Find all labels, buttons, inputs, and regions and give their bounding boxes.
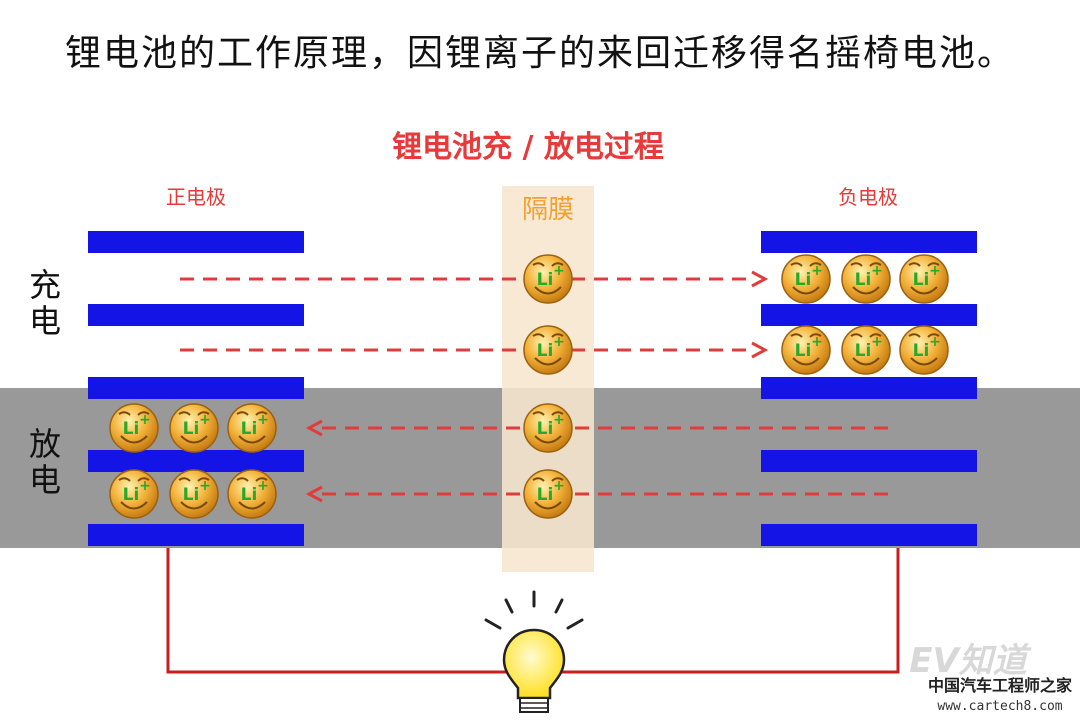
ion-charge: + xyxy=(553,263,565,279)
ion-charge: + xyxy=(871,263,883,279)
watermark-url: www.cartech8.com xyxy=(937,699,1062,714)
lithium-ion: Li+ xyxy=(169,469,219,519)
lithium-ion: Li+ xyxy=(109,403,159,453)
ion-label: Li xyxy=(241,485,258,505)
ion-charge: + xyxy=(199,478,211,494)
lithium-ion: Li+ xyxy=(781,325,831,375)
negative-plate xyxy=(761,450,977,472)
negative-plate xyxy=(761,524,977,546)
diagram-title: 锂电池充 / 放电过程 xyxy=(392,130,664,165)
lithium-ion: Li+ xyxy=(227,469,277,519)
positive-electrode xyxy=(88,231,304,546)
ion-charge: + xyxy=(871,334,883,350)
positive-plate xyxy=(88,524,304,546)
positive-plate xyxy=(88,450,304,472)
lithium-ion: Li+ xyxy=(523,403,573,453)
ion-charge: + xyxy=(553,478,565,494)
discharge-label-2: 电 xyxy=(29,461,61,499)
positive-plate xyxy=(88,304,304,326)
positive-plate xyxy=(88,231,304,253)
arrowhead-right xyxy=(751,270,769,288)
headline: 锂电池的工作原理，因锂离子的来回迁移得名摇椅电池。 xyxy=(64,33,1015,74)
lithium-ion: Li+ xyxy=(169,403,219,453)
ion-charge: + xyxy=(811,263,823,279)
ion-charge: + xyxy=(929,263,941,279)
watermark-brand: EV知道 xyxy=(909,641,1032,681)
positive-plate xyxy=(88,377,304,399)
lithium-ion: Li+ xyxy=(523,254,573,304)
ion-label: Li xyxy=(913,341,930,361)
ion-charge: + xyxy=(553,334,565,350)
circuit-wire-left xyxy=(166,548,508,674)
ion-charge: + xyxy=(929,334,941,350)
arrowhead-right xyxy=(751,341,769,359)
ion-label: Li xyxy=(183,485,200,505)
ion-charge: + xyxy=(257,412,269,428)
lithium-ion: Li+ xyxy=(227,403,277,453)
ion-label: Li xyxy=(183,419,200,439)
lithium-ion: Li+ xyxy=(899,254,949,304)
lithium-ions: Li+Li+Li+Li+Li+Li+Li+Li+Li+Li+Li+Li+Li+L… xyxy=(109,254,949,519)
ion-charge: + xyxy=(553,412,565,428)
lithium-ion: Li+ xyxy=(899,325,949,375)
ion-label: Li xyxy=(795,270,812,290)
ion-label: Li xyxy=(537,341,554,361)
ion-label: Li xyxy=(537,270,554,290)
lithium-ion: Li+ xyxy=(523,325,573,375)
ion-charge: + xyxy=(139,412,151,428)
discharge-label-1: 放 xyxy=(29,425,61,463)
lithium-ion: Li+ xyxy=(841,325,891,375)
ion-charge: + xyxy=(257,478,269,494)
ion-charge: + xyxy=(199,412,211,428)
negative-electrode-label: 负电极 xyxy=(838,185,898,209)
circuit-wire-right xyxy=(560,548,900,674)
ion-label: Li xyxy=(241,419,258,439)
ion-label: Li xyxy=(913,270,930,290)
light-bulb-icon xyxy=(484,590,584,713)
arrowhead-left xyxy=(305,419,323,437)
lithium-ion: Li+ xyxy=(841,254,891,304)
ion-label: Li xyxy=(537,485,554,505)
separator-label: 隔膜 xyxy=(522,195,574,225)
ion-charge: + xyxy=(139,478,151,494)
charge-label-1: 充 xyxy=(29,266,61,304)
ion-charge: + xyxy=(811,334,823,350)
lithium-ion: Li+ xyxy=(523,469,573,519)
ion-label: Li xyxy=(123,419,140,439)
watermark-site-name: 中国汽车工程师之家 xyxy=(928,676,1073,695)
ion-label: Li xyxy=(795,341,812,361)
lithium-ion: Li+ xyxy=(781,254,831,304)
arrowhead-left xyxy=(305,485,323,503)
negative-electrode xyxy=(761,231,977,546)
ion-label: Li xyxy=(537,419,554,439)
ion-label: Li xyxy=(855,341,872,361)
positive-electrode-label: 正电极 xyxy=(166,185,226,209)
negative-plate xyxy=(761,304,977,326)
negative-plate xyxy=(761,231,977,253)
lithium-ion: Li+ xyxy=(109,469,159,519)
charge-label-2: 电 xyxy=(29,302,61,340)
ion-label: Li xyxy=(855,270,872,290)
ion-label: Li xyxy=(123,485,140,505)
negative-plate xyxy=(761,377,977,399)
